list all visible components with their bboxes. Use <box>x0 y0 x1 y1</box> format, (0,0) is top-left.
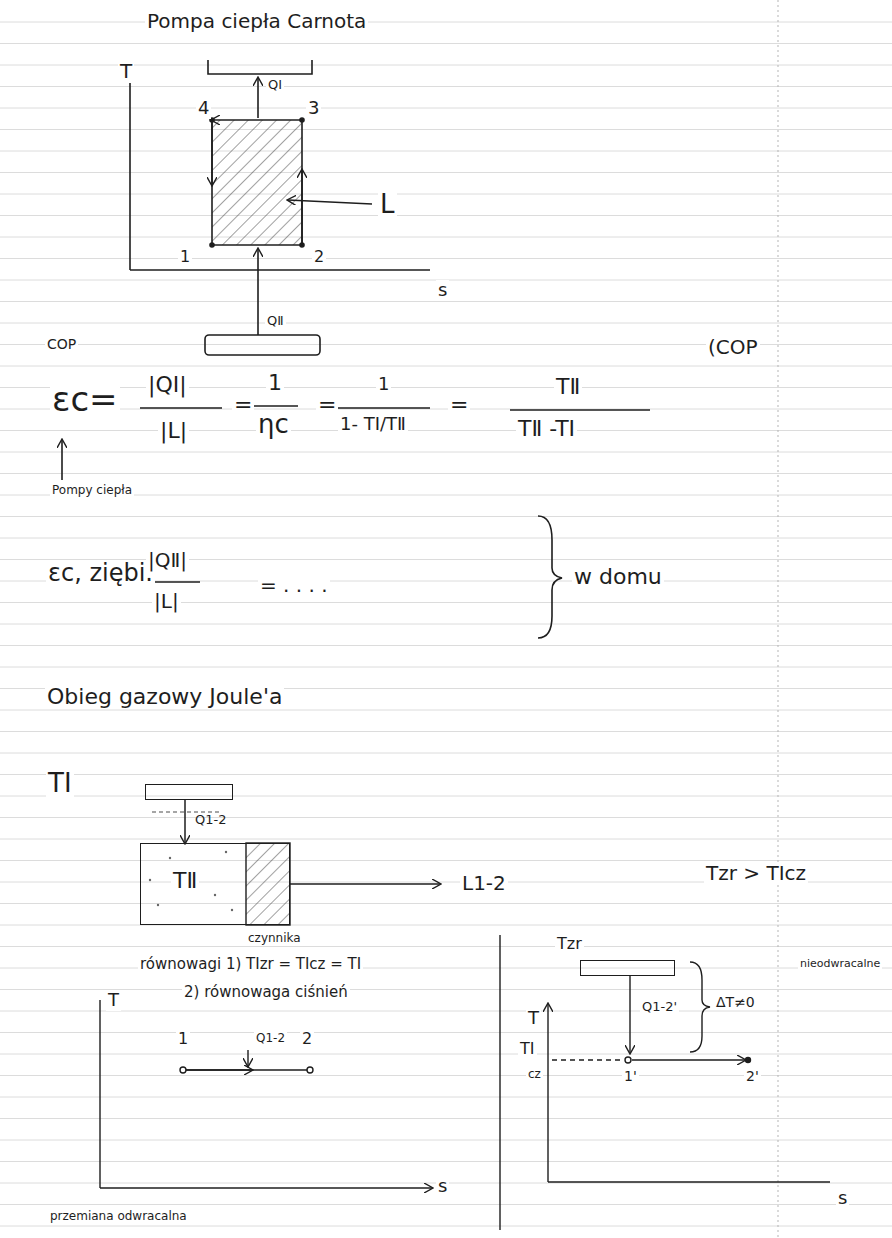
node-text: TⅡ <box>171 868 199 893</box>
handwritten-label: COP <box>45 336 78 352</box>
irreversible-ts-diagram <box>548 962 830 1182</box>
handwritten-label: 4 <box>196 98 211 119</box>
handwritten-label: s <box>436 280 449 301</box>
handwritten-label: TⅡ -TⅠ <box>516 416 577 441</box>
handwritten-label: εc, ziębi. <box>46 560 155 588</box>
handwritten-label: TⅠ <box>518 1040 537 1058</box>
handwritten-label: równowagi 1) TⅠzr = TⅠcz = TⅠ <box>138 956 363 973</box>
handwritten-label: Pompy ciepła <box>50 484 134 498</box>
page-heading: Pompa ciepła Carnota <box>145 10 368 33</box>
handwritten-label: 1 <box>376 374 391 395</box>
margin-line <box>778 0 779 1238</box>
handwritten-label: = . . . . <box>258 574 330 597</box>
handwritten-label: ηc <box>256 410 291 440</box>
handwritten-label: T <box>106 990 121 1011</box>
handwritten-label: nieodwracalne <box>798 958 882 971</box>
handwritten-label: T <box>526 1008 541 1029</box>
handwritten-label: 1 <box>266 370 284 395</box>
handwritten-label: Tzr > TⅠcz <box>704 862 808 885</box>
edge-label: Q1-2 <box>193 813 228 828</box>
handwritten-label: ΔT≠0 <box>714 994 757 1010</box>
handwritten-label: s <box>436 1176 449 1197</box>
handwritten-label: |L| <box>152 590 181 613</box>
handwritten-label: cz <box>526 1068 543 1082</box>
handwritten-label: L1-2 <box>460 872 508 895</box>
handwritten-label: = <box>448 392 470 417</box>
handwritten-label: |L| <box>158 418 189 443</box>
handwritten-label: = <box>232 392 254 417</box>
heat-reservoir: Tzr <box>580 960 675 976</box>
handwritten-label: QⅠ <box>266 78 284 93</box>
handwritten-label: TⅡ <box>554 374 582 399</box>
ruled-lines <box>0 22 892 1226</box>
node-text: TⅠ <box>46 769 74 799</box>
handwritten-label: Q1-2 <box>254 1032 287 1046</box>
handwritten-label: εc= <box>50 380 120 419</box>
cylinder-illustration <box>149 812 500 1230</box>
handwritten-label: (COP <box>706 336 760 359</box>
handwritten-label: L <box>378 190 397 220</box>
handwritten-label: 1 <box>176 1030 190 1048</box>
reversible-ts-diagram <box>100 1000 432 1188</box>
handwritten-label: |QⅠ| <box>146 372 189 397</box>
carnot-ts-diagram <box>62 60 650 638</box>
gas-cylinder: TⅡ <box>140 843 290 925</box>
handwritten-label: 2' <box>744 1068 761 1084</box>
handwritten-label: T <box>118 60 134 83</box>
handwritten-label: 1- TⅠ/TⅡ <box>338 414 408 435</box>
handwritten-label: przemiana odwracalna <box>48 1210 189 1224</box>
handwritten-label: Q1-2' <box>640 1000 679 1015</box>
handwritten-label: 2) równowaga ciśnień <box>182 984 350 1001</box>
handwritten-label: = <box>316 392 338 417</box>
heat-flow-arrow <box>184 800 186 843</box>
handwritten-label: QⅡ <box>265 314 286 329</box>
node-text: Tzr <box>555 935 584 953</box>
handwritten-label: czynnika <box>246 932 303 946</box>
handwritten-label: s <box>836 1188 849 1209</box>
handwritten-label: |QⅡ| <box>146 549 189 572</box>
handwritten-label: 3 <box>306 98 321 119</box>
handwritten-label: Obieg gazowy Joule'a <box>45 684 284 709</box>
heat-reservoir: TⅠ <box>145 784 233 800</box>
handwritten-label: 1 <box>178 248 192 266</box>
handwritten-label: 2 <box>300 1030 314 1048</box>
handwritten-label: 2 <box>312 248 326 266</box>
handwritten-label: 1' <box>622 1068 639 1084</box>
handwritten-label: w domu <box>572 564 664 589</box>
